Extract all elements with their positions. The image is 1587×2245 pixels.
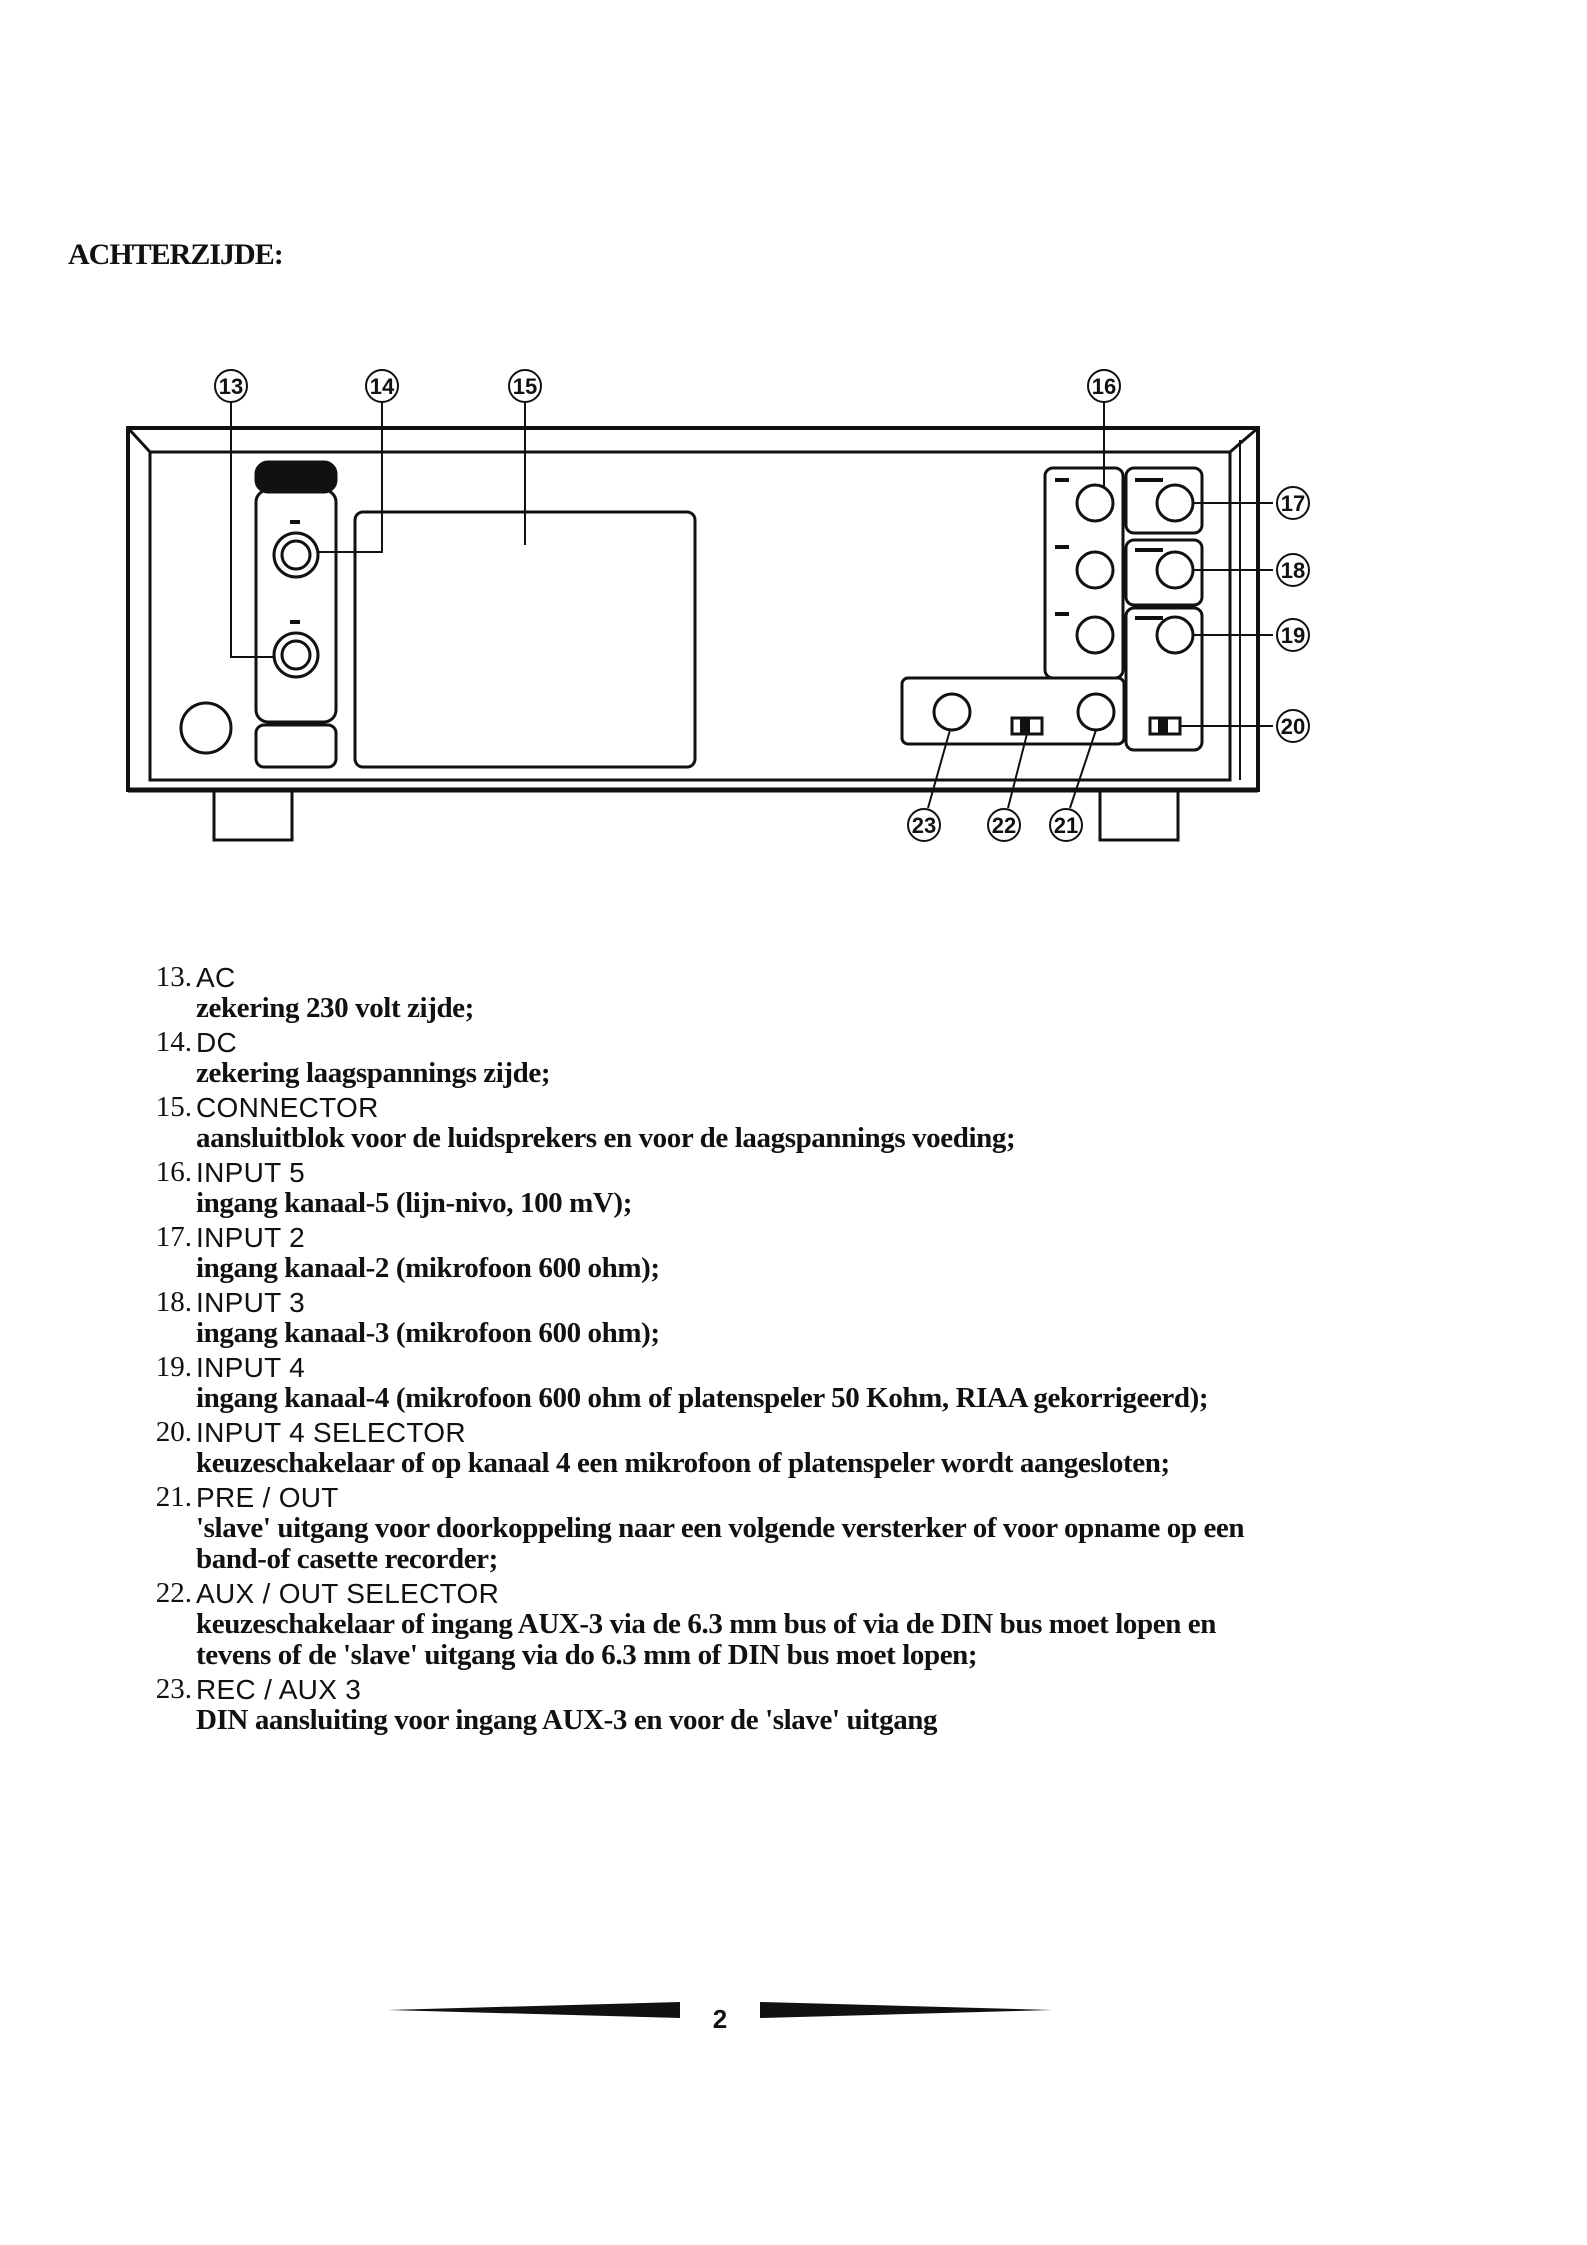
callout-20: 20 (1276, 709, 1310, 743)
item-number: 13 (148, 962, 192, 993)
callout-19: 19 (1276, 618, 1310, 652)
callout-16: 16 (1087, 369, 1121, 403)
item-description: keuzeschakelaar of ingang AUX-3 via de 6… (196, 1608, 1216, 1671)
input4-jack (1155, 615, 1195, 655)
item-number: 23 (148, 1674, 192, 1705)
item-number: 19 (148, 1352, 192, 1383)
svg-text:23: 23 (912, 813, 936, 838)
callout-14: 14 (365, 369, 399, 403)
component-list: 13ACzekering 230 volt zijde; 14DCzekerin… (148, 962, 1268, 1739)
aux1-jack (1075, 483, 1115, 523)
item-number: 22 (148, 1578, 192, 1609)
item-description: ingang kanaal-4 (mikrofoon 600 ohm of pl… (196, 1382, 1209, 1414)
item-number: 16 (148, 1157, 192, 1188)
item-description: ingang kanaal-2 (mikrofoon 600 ohm); (196, 1252, 660, 1284)
list-item: 15CONNECTORaansluitblok voor de luidspre… (148, 1092, 1268, 1154)
item-label: INPUT 5 (196, 1157, 305, 1188)
rear-panel-diagram: 13 14 15 16 17 18 19 20 (126, 369, 1310, 842)
footer-rule-left (388, 2002, 680, 2018)
item-label: CONNECTOR (196, 1092, 379, 1123)
svg-text:15: 15 (513, 374, 537, 399)
item-label: DC (196, 1027, 238, 1058)
input3-jack (1155, 550, 1195, 590)
item-number: 21 (148, 1482, 192, 1513)
svg-text:22: 22 (992, 813, 1016, 838)
item-description: ingang kanaal-5 (lijn-nivo, 100 mV); (196, 1187, 632, 1219)
item-description: aansluitblok voor de luidsprekers en voo… (196, 1122, 1016, 1154)
svg-text:17: 17 (1281, 491, 1305, 516)
svg-text:14: 14 (370, 374, 395, 399)
svg-text:16: 16 (1092, 374, 1116, 399)
list-item: 13ACzekering 230 volt zijde; (148, 962, 1268, 1024)
item-label: INPUT 4 (196, 1352, 305, 1383)
item-label: INPUT 2 (196, 1222, 305, 1253)
list-item: 21PRE / OUT'slave' uitgang voor doorkopp… (148, 1482, 1268, 1575)
svg-text:21: 21 (1054, 813, 1078, 838)
dc-fuse-holder (272, 531, 320, 579)
ac-fuse-holder (272, 631, 320, 679)
callout-22: 22 (987, 808, 1021, 842)
aux2-jack (1075, 550, 1115, 590)
footer-rule-right (760, 2002, 1052, 2018)
fuse-panel-cap (254, 460, 338, 494)
item-number: 14 (148, 1027, 192, 1058)
svg-text:18: 18 (1281, 558, 1305, 583)
item-description: 'slave' uitgang voor doorkoppeling naar … (196, 1512, 1245, 1575)
rec-pre-panel (900, 676, 1126, 746)
page-number: 2 (712, 2004, 728, 2034)
page-footer-rule (388, 2002, 1052, 2018)
section-heading: ACHTERZIJDE: (68, 238, 284, 271)
callout-13: 13 (214, 369, 248, 403)
left-foot (212, 790, 294, 842)
item-label: INPUT 4 SELECTOR (196, 1417, 466, 1448)
aux3-jack (1075, 615, 1115, 655)
item-description: zekering laagspannings zijde; (196, 1057, 551, 1089)
callout-23: 23 (907, 808, 941, 842)
ground-terminal (179, 701, 233, 755)
right-foot (1098, 790, 1180, 842)
item-number: 17 (148, 1222, 192, 1253)
item-description: DIN aansluiting voor ingang AUX-3 en voo… (196, 1704, 938, 1736)
item-description: ingang kanaal-3 (mikrofoon 600 ohm); (196, 1317, 660, 1349)
callout-18: 18 (1276, 553, 1310, 587)
callout-17: 17 (1276, 486, 1310, 520)
item-number: 15 (148, 1092, 192, 1123)
item-label: AUX / OUT SELECTOR (196, 1578, 500, 1609)
item-label: AC (196, 962, 236, 993)
rec-aux3-din-jack (932, 692, 972, 732)
svg-text:20: 20 (1281, 714, 1305, 739)
list-item: 14DCzekering laagspannings zijde; (148, 1027, 1268, 1089)
item-number: 18 (148, 1287, 192, 1318)
item-label: REC / AUX 3 (196, 1674, 362, 1705)
input3-panel (1124, 538, 1204, 607)
callout-15: 15 (508, 369, 542, 403)
fuse-panel (254, 488, 338, 724)
item-label: INPUT 3 (196, 1287, 305, 1318)
item-description: zekering 230 volt zijde; (196, 992, 474, 1024)
svg-text:13: 13 (219, 374, 243, 399)
item-description: keuzeschakelaar of op kanaal 4 een mikro… (196, 1447, 1170, 1479)
item-number: 20 (148, 1417, 192, 1448)
connector-block (353, 510, 697, 769)
input2-jack (1155, 483, 1195, 523)
callout-21: 21 (1049, 808, 1083, 842)
item-label: PRE / OUT (196, 1482, 339, 1513)
input4-panel (1124, 606, 1204, 752)
input2-panel (1124, 466, 1204, 535)
svg-text:19: 19 (1281, 623, 1305, 648)
pre-out-jack (1076, 692, 1116, 732)
lower-block (254, 723, 338, 769)
